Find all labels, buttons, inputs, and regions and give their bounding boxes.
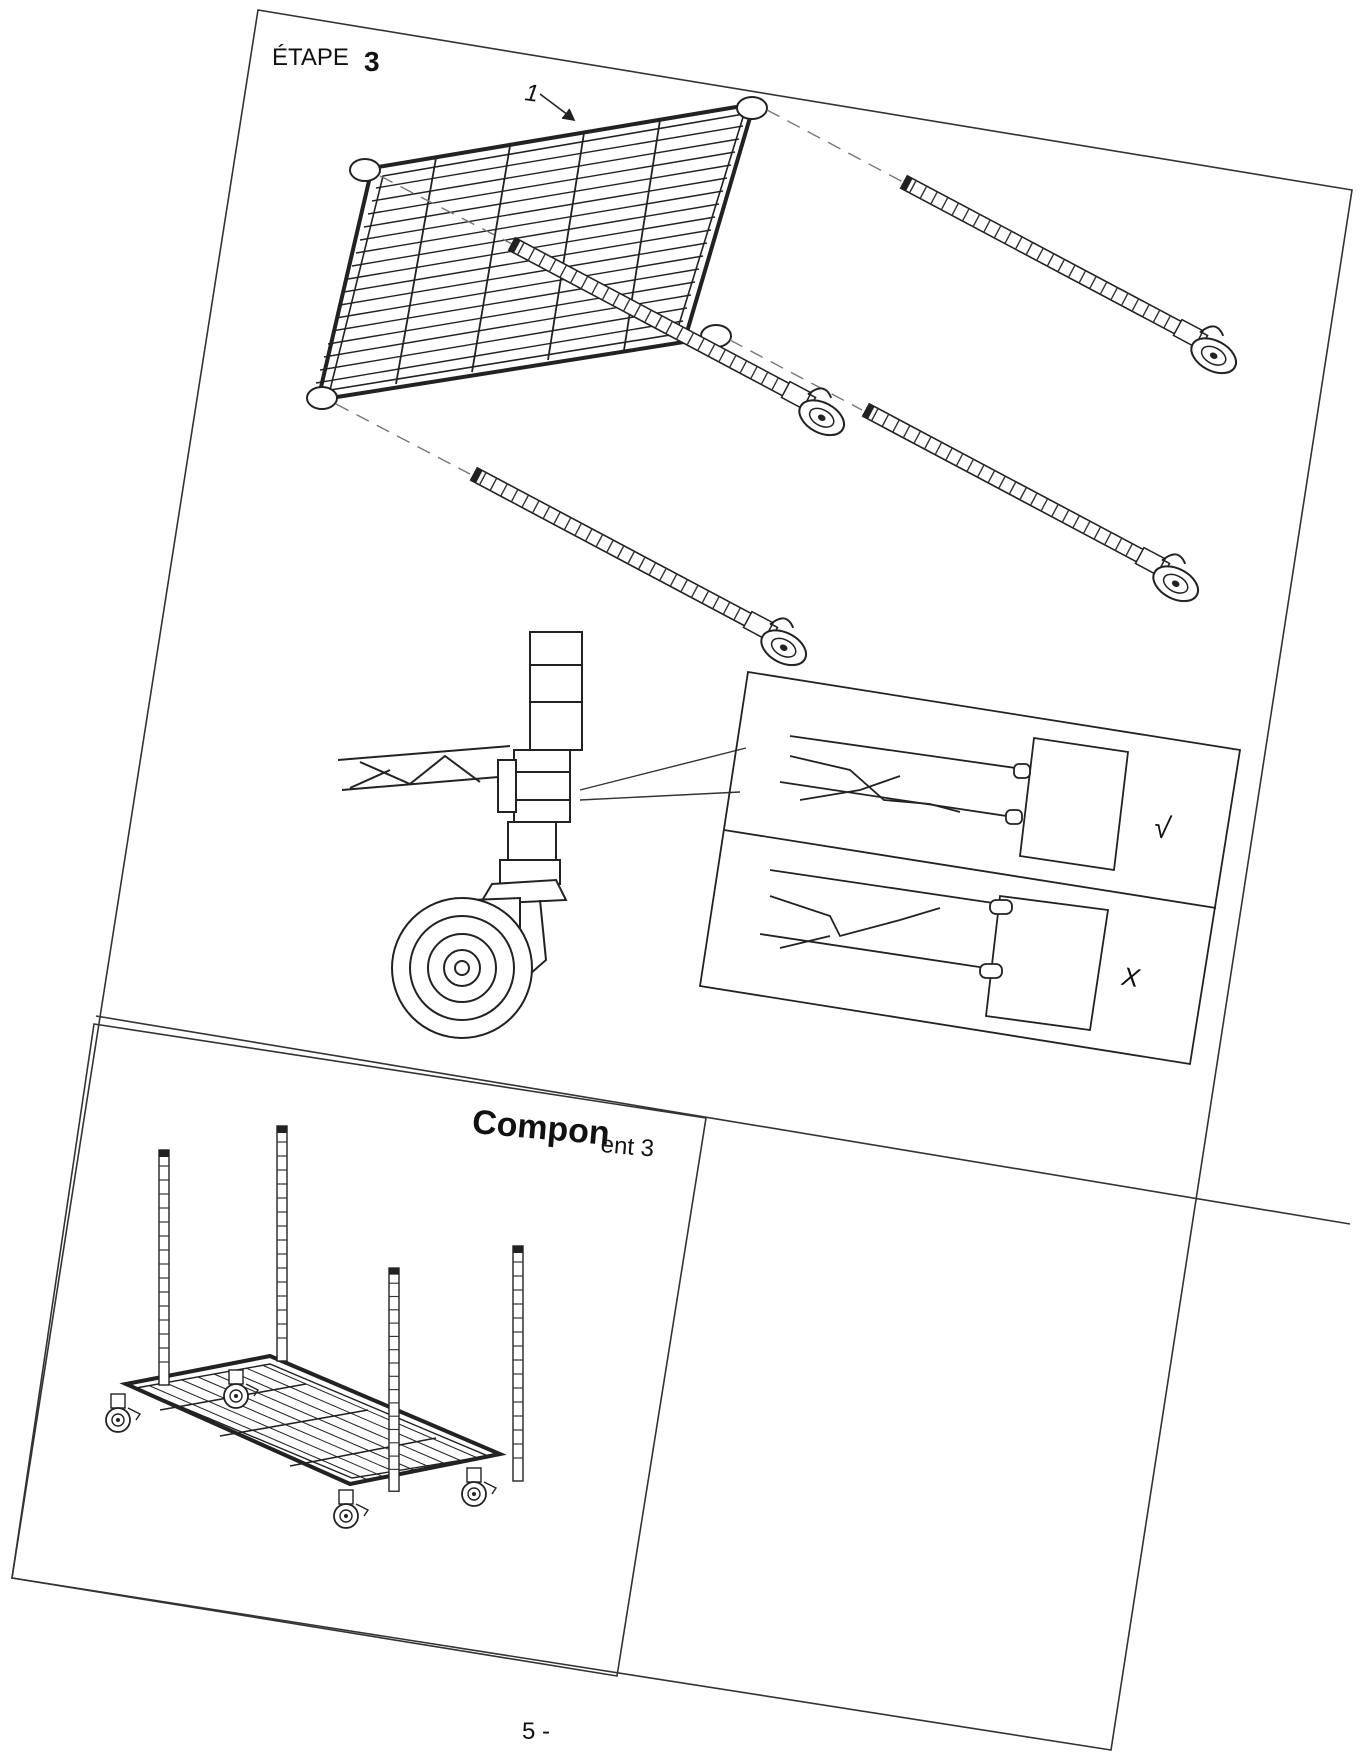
caster-detail-post [337, 631, 583, 1039]
step-title: ÉTAPE [272, 44, 349, 71]
caster-pole-1 [892, 164, 1249, 382]
caster-pole-4 [462, 456, 819, 674]
cart-post-1 [158, 1149, 170, 1386]
shelf-corner-sleeves [306, 96, 768, 410]
alignment-lines [335, 109, 904, 475]
insertion-detail-box [698, 670, 1242, 1066]
component-title-suffix: ent 3 [599, 1131, 656, 1163]
page-number: 5 - [522, 1718, 551, 1745]
cart-post-2 [276, 1125, 288, 1362]
caster-pole-3 [854, 392, 1211, 610]
zoom-lines [579, 747, 747, 801]
step-number: 3 [364, 46, 380, 77]
wrong-insertion-figure [759, 869, 1110, 1032]
cart-post-3 [388, 1267, 400, 1492]
assembled-cart [119, 1353, 507, 1487]
correct-insertion-figure [779, 735, 1129, 872]
cart-post-4 [512, 1245, 524, 1482]
part-callout-arrow [539, 93, 576, 122]
page-frame [11, 9, 1353, 1751]
